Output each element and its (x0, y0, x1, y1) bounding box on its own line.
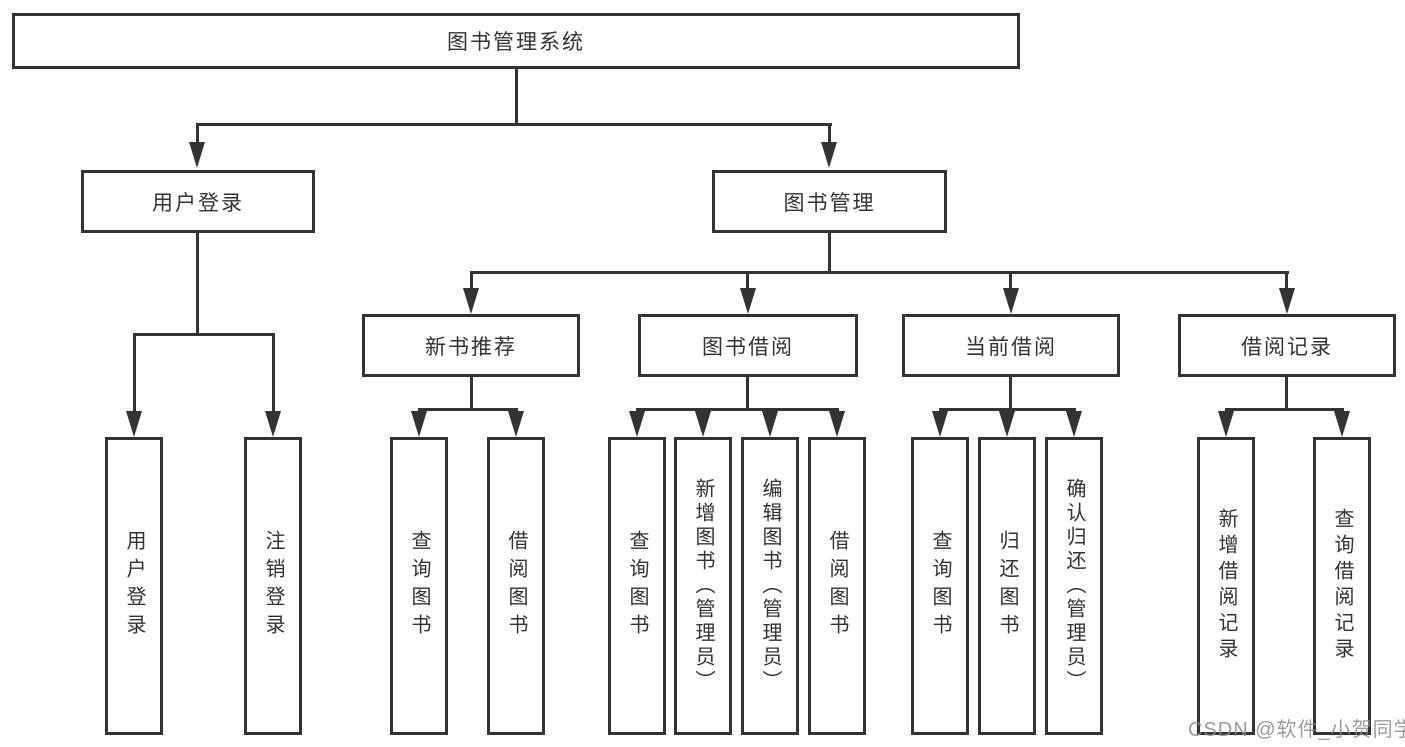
node-book-borrow: 图书借阅 (638, 314, 858, 377)
edge-records-rail (1225, 408, 1344, 411)
arrowhead-icon (411, 411, 427, 437)
leaf-br-query-record: 查询借阅记录 (1313, 437, 1371, 735)
arrowhead-icon (189, 142, 205, 168)
leaf-rec-borrow-books: 借阅图书 (487, 437, 545, 735)
edge-root-rail (196, 123, 832, 126)
arrowhead-icon (1334, 411, 1350, 437)
edge-to-bookborrow (746, 271, 749, 290)
leaf-bb-query-books: 查询图书 (608, 437, 666, 735)
node-borrow-records: 借阅记录 (1178, 314, 1396, 377)
arrowhead-icon (821, 142, 837, 168)
edge-to-records (1285, 271, 1288, 290)
edge-userlogin-stem (196, 233, 199, 336)
leaf-rec-query-books: 查询图书 (390, 437, 448, 735)
node-user-login: 用户登录 (81, 170, 315, 233)
arrowhead-icon (740, 288, 756, 314)
edge-to-currentborrow (1009, 271, 1012, 290)
edge-root-userlogin (196, 123, 199, 145)
arrowhead-icon (762, 411, 778, 437)
leaf-cb-confirm-return-admin: 确认归还（管理员） (1045, 437, 1103, 735)
edge-to-leaf-login (133, 333, 136, 413)
edge-bookmgmt-rail (470, 271, 1289, 274)
leaf-bb-edit-books-admin: 编辑图书（管理员） (741, 437, 799, 735)
node-book-mgmt: 图书管理 (712, 170, 947, 233)
leaf-cb-query-books: 查询图书 (911, 437, 969, 735)
edge-newrec-stem (470, 377, 473, 411)
arrowhead-icon (932, 411, 948, 437)
node-current-borrow: 当前借阅 (902, 314, 1120, 377)
leaf-user-login: 用户登录 (105, 437, 163, 735)
leaf-cb-return-books: 归还图书 (978, 437, 1036, 735)
arrowhead-icon (829, 411, 845, 437)
leaf-bb-add-books-admin: 新增图书（管理员） (674, 437, 732, 735)
arrowhead-icon (126, 411, 142, 437)
leaf-br-add-record: 新增借阅记录 (1197, 437, 1255, 735)
edge-currentborrow-rail (939, 408, 1076, 411)
arrowhead-icon (508, 411, 524, 437)
edge-root-bookmgmt (828, 123, 831, 145)
arrowhead-icon (463, 288, 479, 314)
arrowhead-icon (1066, 411, 1082, 437)
arrowhead-icon (629, 411, 645, 437)
edge-root-stem (515, 69, 518, 126)
edge-records-stem (1285, 377, 1288, 411)
csdn-watermark: CSDN @软件_小贺同学 (1188, 719, 1405, 741)
arrowhead-icon (1003, 288, 1019, 314)
edge-bookborrow-stem (746, 377, 749, 411)
arrowhead-icon (1218, 411, 1234, 437)
arrowhead-icon (999, 411, 1015, 437)
edge-bookmgmt-stem (828, 233, 831, 274)
node-new-book-rec: 新书推荐 (362, 314, 580, 377)
edge-to-newrec (470, 271, 473, 290)
edge-bookborrow-rail (636, 408, 839, 411)
edge-userlogin-rail (133, 333, 275, 336)
leaf-logout: 注销登录 (244, 437, 302, 735)
edge-currentborrow-stem (1009, 377, 1012, 411)
arrowhead-icon (265, 411, 281, 437)
arrowhead-icon (1279, 288, 1295, 314)
edge-to-leaf-logout (272, 333, 275, 413)
arrowhead-icon (695, 411, 711, 437)
node-root: 图书管理系统 (12, 13, 1020, 69)
leaf-bb-borrow-books: 借阅图书 (808, 437, 866, 735)
edge-newrec-rail (418, 408, 518, 411)
